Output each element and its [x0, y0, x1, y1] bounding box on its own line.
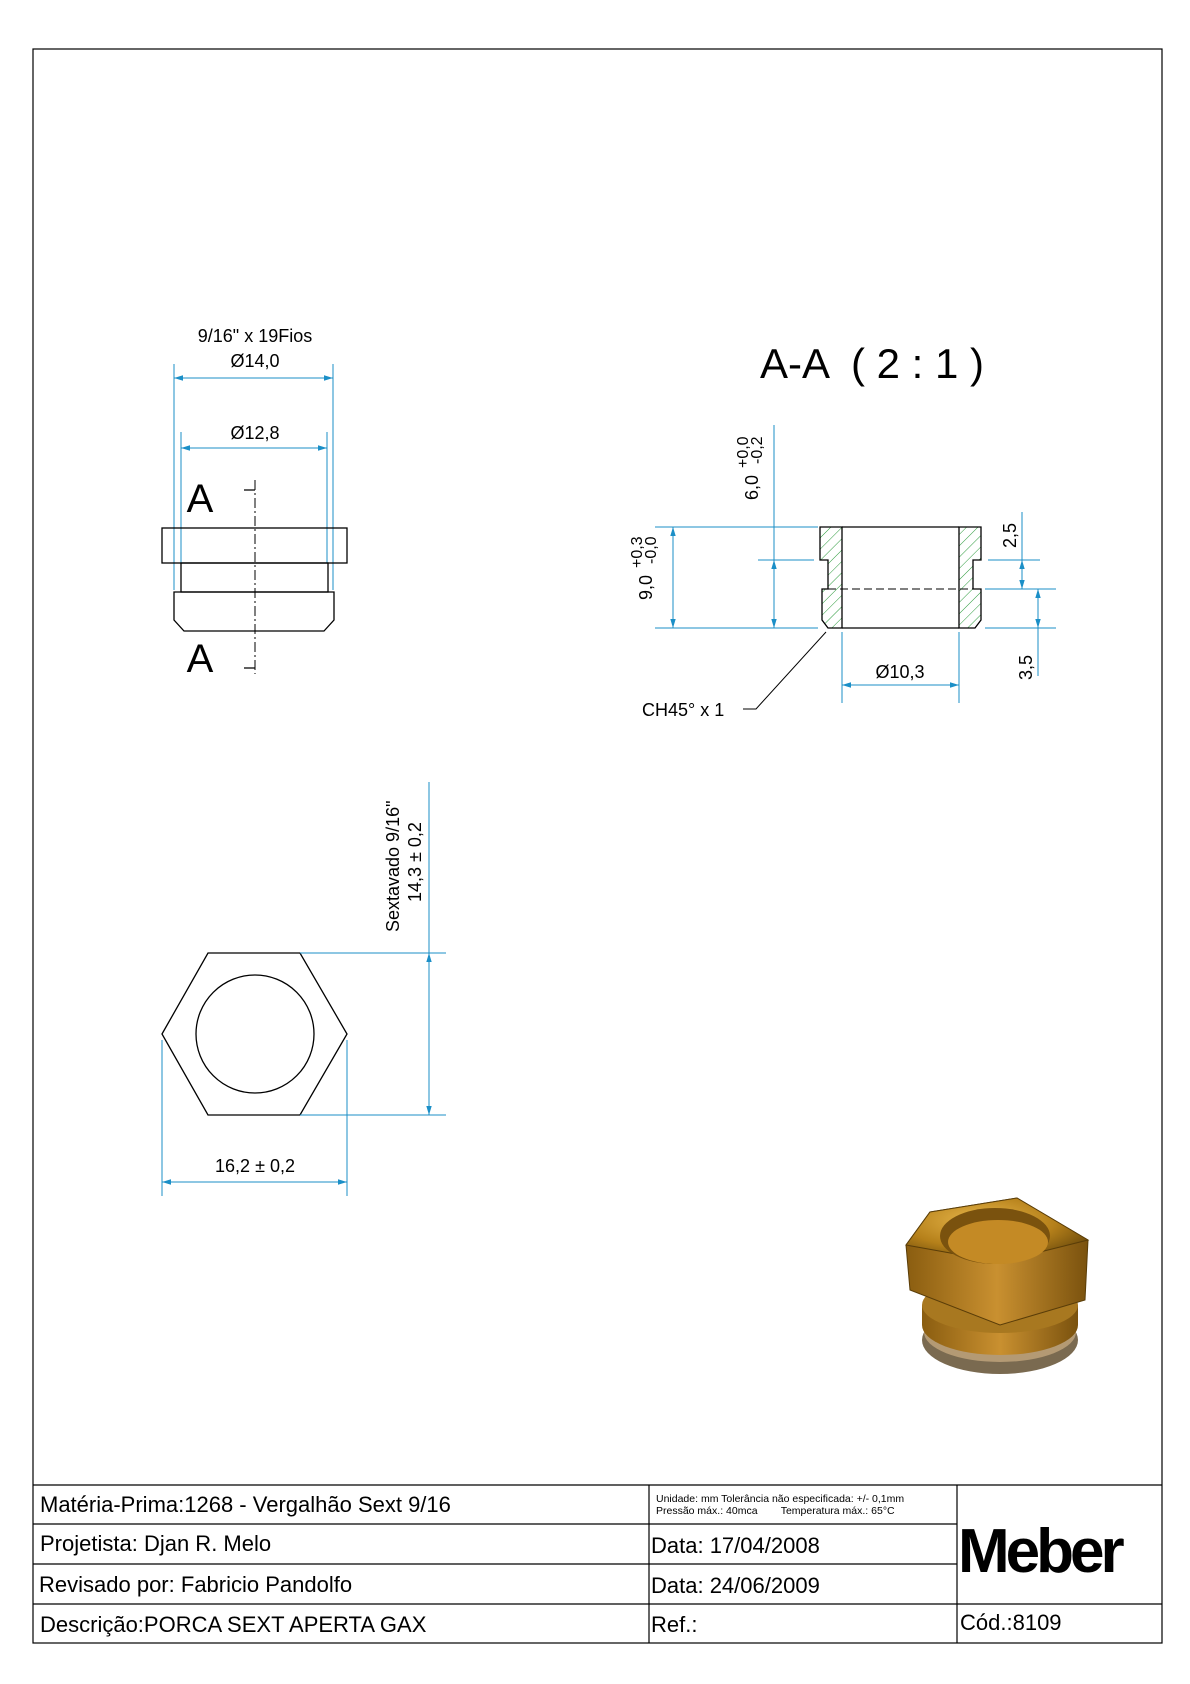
dim-9-0: 9,0	[636, 575, 656, 600]
data-created: Data: 17/04/2008	[651, 1533, 820, 1558]
hex-view: Sextavado 9/16" 14,3 ± 0,2 16,2 ± 0,2	[161, 782, 446, 1196]
materia-value: 1268 - Vergalhão Sext 9/16	[184, 1492, 451, 1517]
descricao-value: PORCA SEXT APERTA GAX	[143, 1612, 427, 1637]
data-revised: Data: 24/06/2009	[651, 1573, 820, 1598]
general-notes: Unidade: mm Tolerância não especificada:…	[656, 1493, 904, 1517]
dia-bore-label: Ø10,3	[875, 662, 924, 682]
revisado-label: Revisado por:	[39, 1572, 175, 1597]
section-view: A-A ( 2 : 1 ) 9,0 +0,3 -0,0 6,0 +0,0 -0,…	[629, 340, 1056, 720]
dim-6-0-tol-minus: -0,2	[749, 436, 766, 464]
dim-3-5: 3,5	[1016, 655, 1036, 680]
dia-inner-label: Ø12,8	[230, 423, 279, 443]
revisado: Revisado por: Fabricio Pandolfo	[39, 1572, 352, 1598]
projetista-label: Projetista:	[40, 1531, 138, 1556]
sheet-border	[32, 48, 1163, 1644]
codigo: Cód.:8109	[960, 1610, 1062, 1636]
dim-6-0: 6,0	[742, 475, 762, 500]
dim-9-0-tol-plus: +0,3	[629, 536, 646, 568]
dim-6-0-tol-plus: +0,0	[735, 436, 752, 468]
cod-value: 8109	[1012, 1610, 1062, 1635]
projetista-value: Djan R. Melo	[143, 1531, 272, 1556]
section-mark-top: A	[187, 477, 214, 521]
descricao: Descrição:PORCA SEXT APERTA GAX	[40, 1612, 426, 1638]
revisado-value: Fabricio Pandolfo	[180, 1572, 353, 1597]
descricao-label: Descrição:	[40, 1612, 144, 1637]
materia-prima: Matéria-Prima:1268 - Vergalhão Sext 9/16	[40, 1492, 451, 1518]
materia-label: Matéria-Prima:	[40, 1492, 185, 1517]
hex-label: Sextavado 9/16"	[383, 801, 403, 932]
ref: Ref.:	[651, 1612, 698, 1637]
cod-label: Cód.:	[960, 1610, 1013, 1635]
notes-line-1: Unidade: mm Tolerância não especificada:…	[656, 1493, 905, 1505]
title-block-grid	[33, 1484, 1162, 1643]
meber-logo: Meber	[958, 1517, 1125, 1586]
dim-9-0-tol-minus: -0,0	[643, 536, 660, 564]
hex-corner-dim: 16,2 ± 0,2	[215, 1156, 295, 1176]
dim-2-5: 2,5	[1000, 523, 1020, 548]
3d-render-nut	[905, 1197, 1090, 1374]
section-mark-bottom: A	[187, 637, 214, 681]
top-view: 9/16" x 19Fios Ø14,0 Ø12,8 A A	[161, 326, 348, 681]
projetista: Projetista: Djan R. Melo	[40, 1531, 271, 1557]
chamfer-note: CH45° x 1	[642, 700, 724, 720]
section-title: A-A ( 2 : 1 )	[760, 340, 984, 387]
dia-outer-label: Ø14,0	[230, 351, 279, 371]
hex-flat-dim: 14,3 ± 0,2	[405, 822, 425, 902]
thread-label: 9/16" x 19Fios	[198, 326, 312, 346]
notes-line-2: Pressão máx.: 40mca Temperatura máx.: 65…	[656, 1505, 895, 1517]
